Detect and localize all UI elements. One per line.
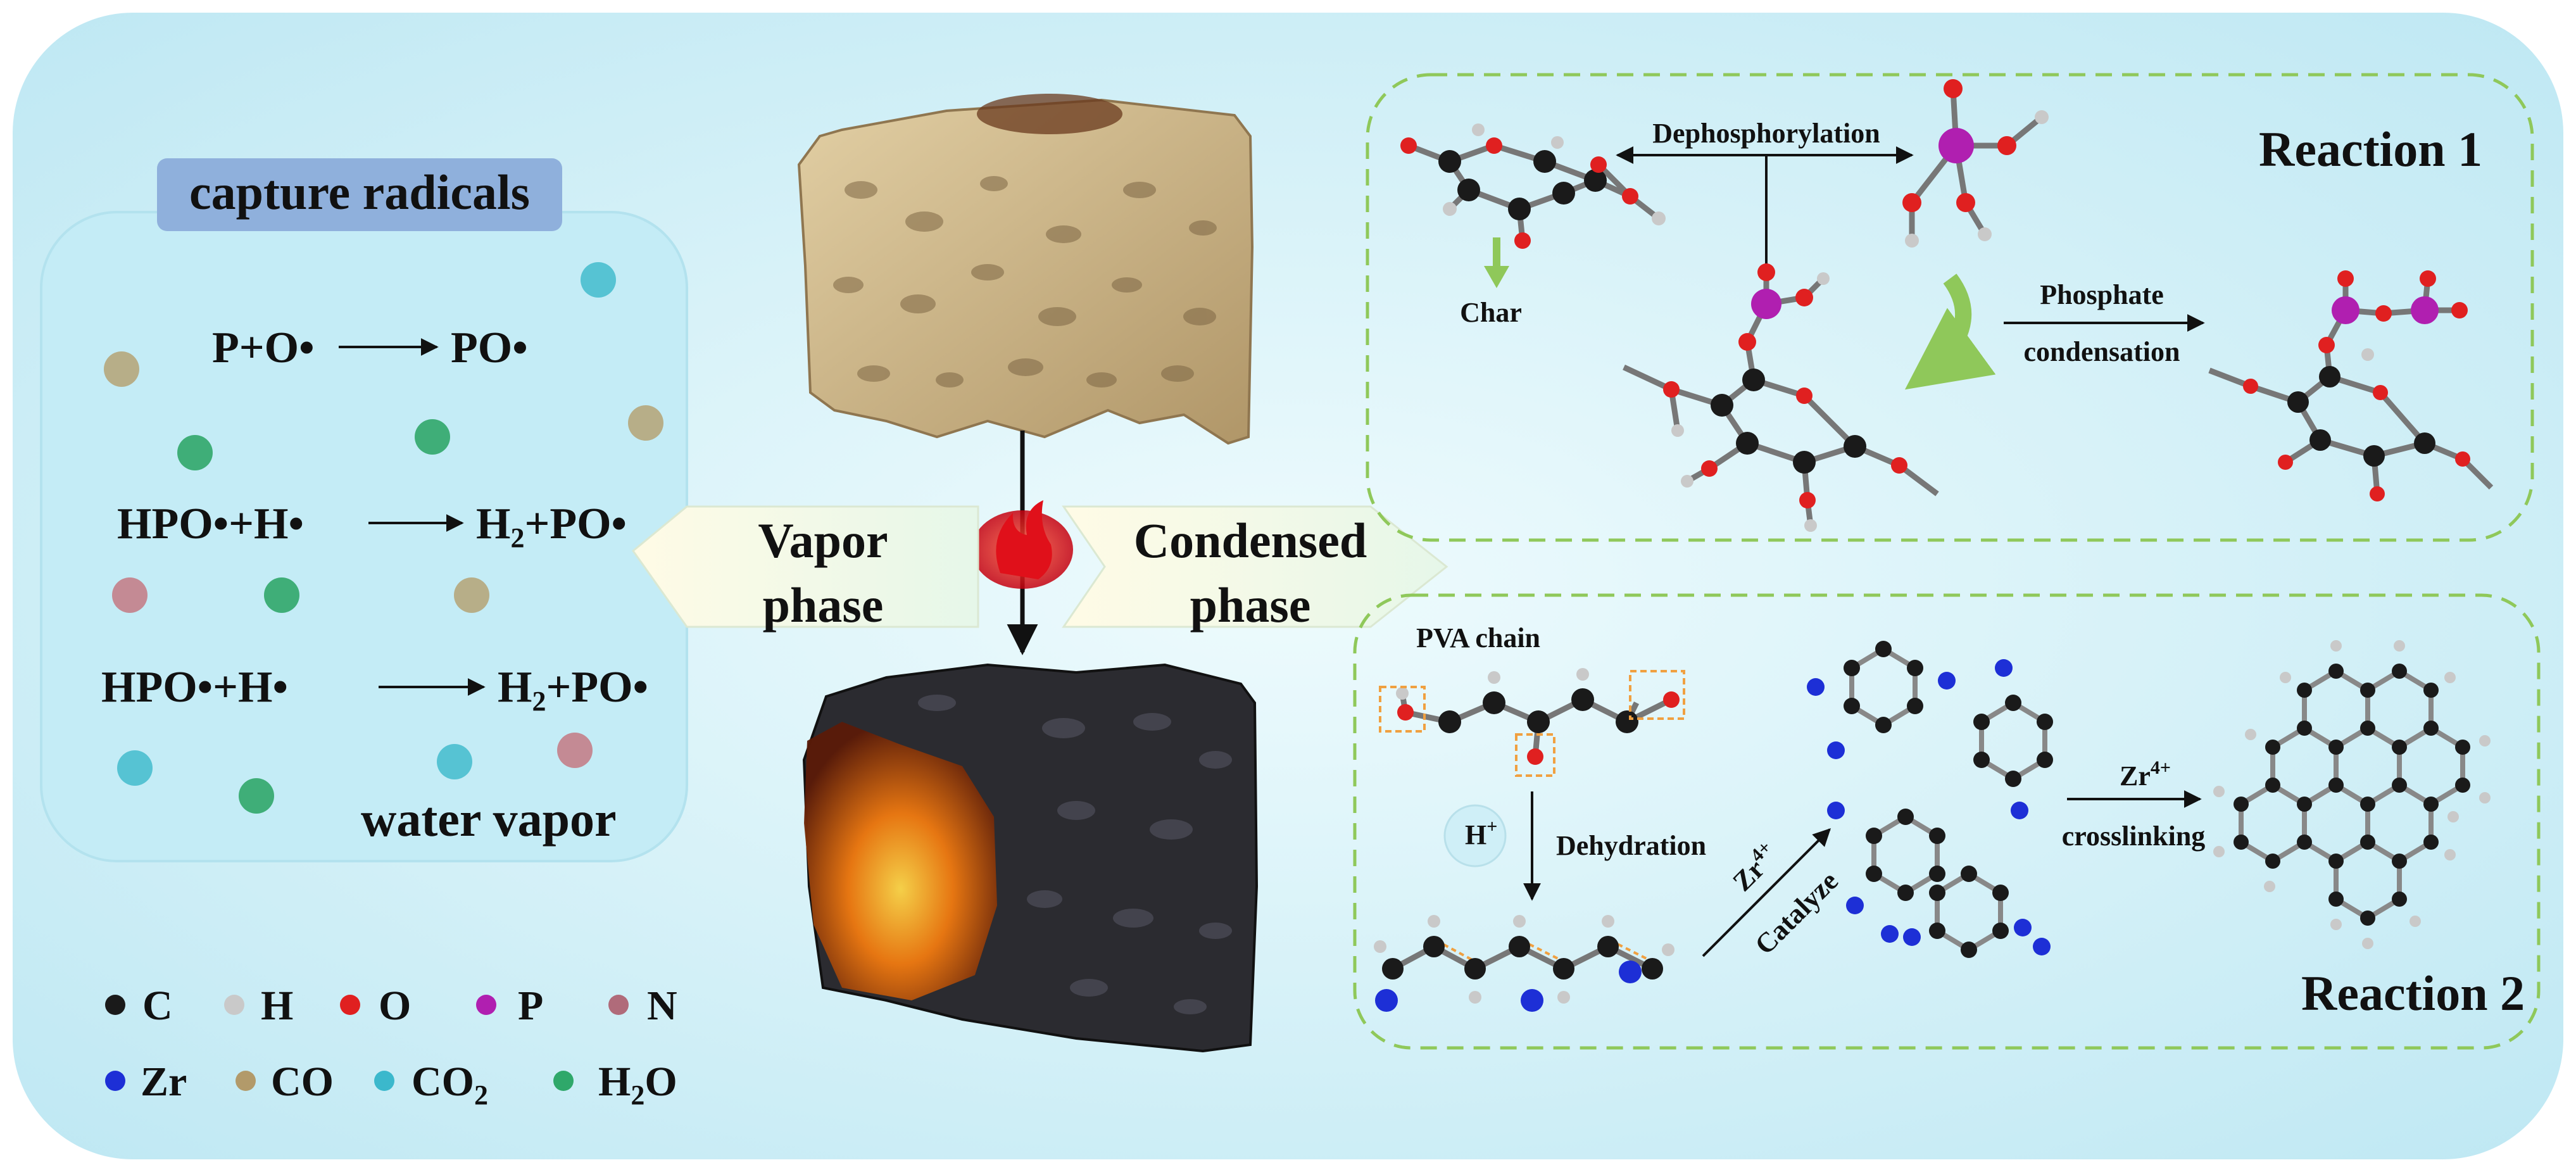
zr-ion bbox=[1619, 961, 1642, 983]
phosphorylated-ring-atoms bbox=[1663, 263, 1907, 532]
legend-h2o-dot bbox=[553, 1071, 574, 1091]
reaction-1-panel: Reaction 1 bbox=[1366, 73, 2534, 542]
vapor-phase-label-line1: Vapor bbox=[758, 513, 888, 568]
dehydration-label: Dehydration bbox=[1556, 830, 1706, 861]
legend-carbon-dot bbox=[105, 995, 125, 1015]
pva-chain-atoms bbox=[1396, 668, 1680, 765]
reaction-1-title: Reaction 1 bbox=[2259, 122, 2482, 177]
atom-legend: C H O P N Zr CO CO2 H2O bbox=[105, 983, 677, 1111]
crosslinking-label: crosslinking bbox=[2062, 821, 2206, 852]
char-pores bbox=[918, 695, 1232, 1014]
n-dot bbox=[557, 733, 593, 768]
reaction-2-title: Reaction 2 bbox=[2301, 966, 2525, 1021]
h2o-dot bbox=[415, 419, 450, 455]
condensed-phase-label-line2: phase bbox=[1190, 577, 1311, 633]
aromatic-atoms bbox=[1844, 641, 2053, 958]
capture-radicals-panel: capture radicals P+O• PO• HPO•+H• H2+PO•… bbox=[40, 158, 688, 862]
phosphate-label-line1: Phosphate bbox=[2040, 279, 2164, 310]
hydroxyl-highlight-boxes bbox=[1379, 670, 1685, 777]
charred-foam-block bbox=[802, 663, 1259, 1053]
zr-ion bbox=[1521, 989, 1543, 1012]
legend-nitrogen-dot bbox=[608, 995, 629, 1015]
legend-oxygen-label: O bbox=[379, 983, 411, 1029]
phosphate-label-line2: condensation bbox=[2024, 336, 2180, 367]
foam-pores bbox=[833, 176, 1217, 388]
equation-2-left: HPO•+H• bbox=[117, 500, 304, 548]
curved-green-arrow bbox=[1904, 274, 1996, 390]
equation-1-right: PO• bbox=[451, 324, 528, 372]
foam-block bbox=[797, 98, 1254, 445]
pva-chain-label: PVA chain bbox=[1416, 622, 1540, 653]
legend-carbon-label: C bbox=[142, 983, 173, 1029]
h2o-dot bbox=[239, 778, 274, 814]
legend-h2o-label: H2O bbox=[598, 1059, 677, 1111]
polycyclic-hydrogens bbox=[2213, 640, 2491, 949]
legend-hydrogen-label: H bbox=[261, 983, 293, 1029]
legend-phosphorus-dot bbox=[476, 995, 496, 1015]
co-dot bbox=[104, 351, 139, 387]
intact-foam-block bbox=[797, 94, 1254, 445]
co2-dot bbox=[117, 750, 153, 786]
co-dot bbox=[628, 405, 663, 441]
panel-title-tab bbox=[157, 158, 562, 231]
zr-ion bbox=[1375, 989, 1398, 1012]
catalyze-arrow bbox=[1702, 828, 1831, 957]
phosphoric-acid-atoms bbox=[1902, 79, 2049, 248]
zr-crosslinking-label: Zr4+ bbox=[2120, 757, 2171, 791]
reaction-2-panel: Reaction 2 PVA chain bbox=[1353, 593, 2541, 1050]
equation-1-left: P+O• bbox=[212, 324, 315, 372]
foam-burn-spot bbox=[977, 94, 1122, 134]
reaction-1-border bbox=[1366, 73, 2534, 542]
h2o-dot bbox=[264, 577, 299, 613]
vapor-phase-arrow: Vapor phase bbox=[631, 505, 979, 633]
h-plus-label: H+ bbox=[1465, 816, 1497, 850]
legend-co2-dot bbox=[374, 1071, 394, 1091]
flame-icon bbox=[972, 500, 1073, 589]
legend-oxygen-dot bbox=[340, 995, 360, 1015]
legend-phosphorus-label: P bbox=[518, 983, 543, 1029]
co-dot bbox=[454, 577, 489, 613]
legend-co2-label: CO2 bbox=[412, 1059, 488, 1111]
co2-dot bbox=[581, 262, 616, 298]
polycyclic-atoms bbox=[2234, 664, 2470, 926]
legend-hydrogen-dot bbox=[224, 995, 244, 1015]
zr-ions-scatter bbox=[1807, 659, 2051, 955]
polyene-chain-molecule bbox=[1374, 915, 1674, 1012]
legend-co-dot bbox=[236, 1071, 256, 1091]
dephosphorylation-label: Dephosphorylation bbox=[1652, 118, 1880, 149]
equation-2-right: H2+PO• bbox=[476, 500, 627, 553]
condensed-phase-arrow: Condensed phase bbox=[1062, 505, 1448, 633]
glucose-ring-atoms bbox=[1400, 123, 1666, 249]
n-dot bbox=[112, 577, 148, 613]
equation-3-right: H2+PO• bbox=[498, 663, 648, 717]
legend-zirconium-label: Zr bbox=[141, 1059, 187, 1105]
h2o-dot bbox=[177, 435, 213, 470]
legend-co-label: CO bbox=[271, 1059, 334, 1105]
char-arrow bbox=[1484, 237, 1509, 288]
vapor-phase-label-line2: phase bbox=[763, 577, 884, 633]
reaction-2-border bbox=[1353, 593, 2541, 1050]
equation-3-left: HPO•+H• bbox=[101, 663, 288, 712]
condensed-phosphate-atoms bbox=[2243, 270, 2470, 501]
legend-zirconium-dot bbox=[105, 1071, 125, 1091]
char-label: Char bbox=[1460, 297, 1522, 328]
h-plus-bubble bbox=[1443, 804, 1507, 867]
panel-title: capture radicals bbox=[189, 165, 530, 220]
co2-dot bbox=[437, 744, 472, 779]
burning-face bbox=[804, 722, 997, 1000]
condensed-phase-label-line1: Condensed bbox=[1134, 513, 1367, 568]
legend-nitrogen-label: N bbox=[647, 983, 677, 1029]
water-vapor-label: water vapor bbox=[361, 791, 617, 847]
